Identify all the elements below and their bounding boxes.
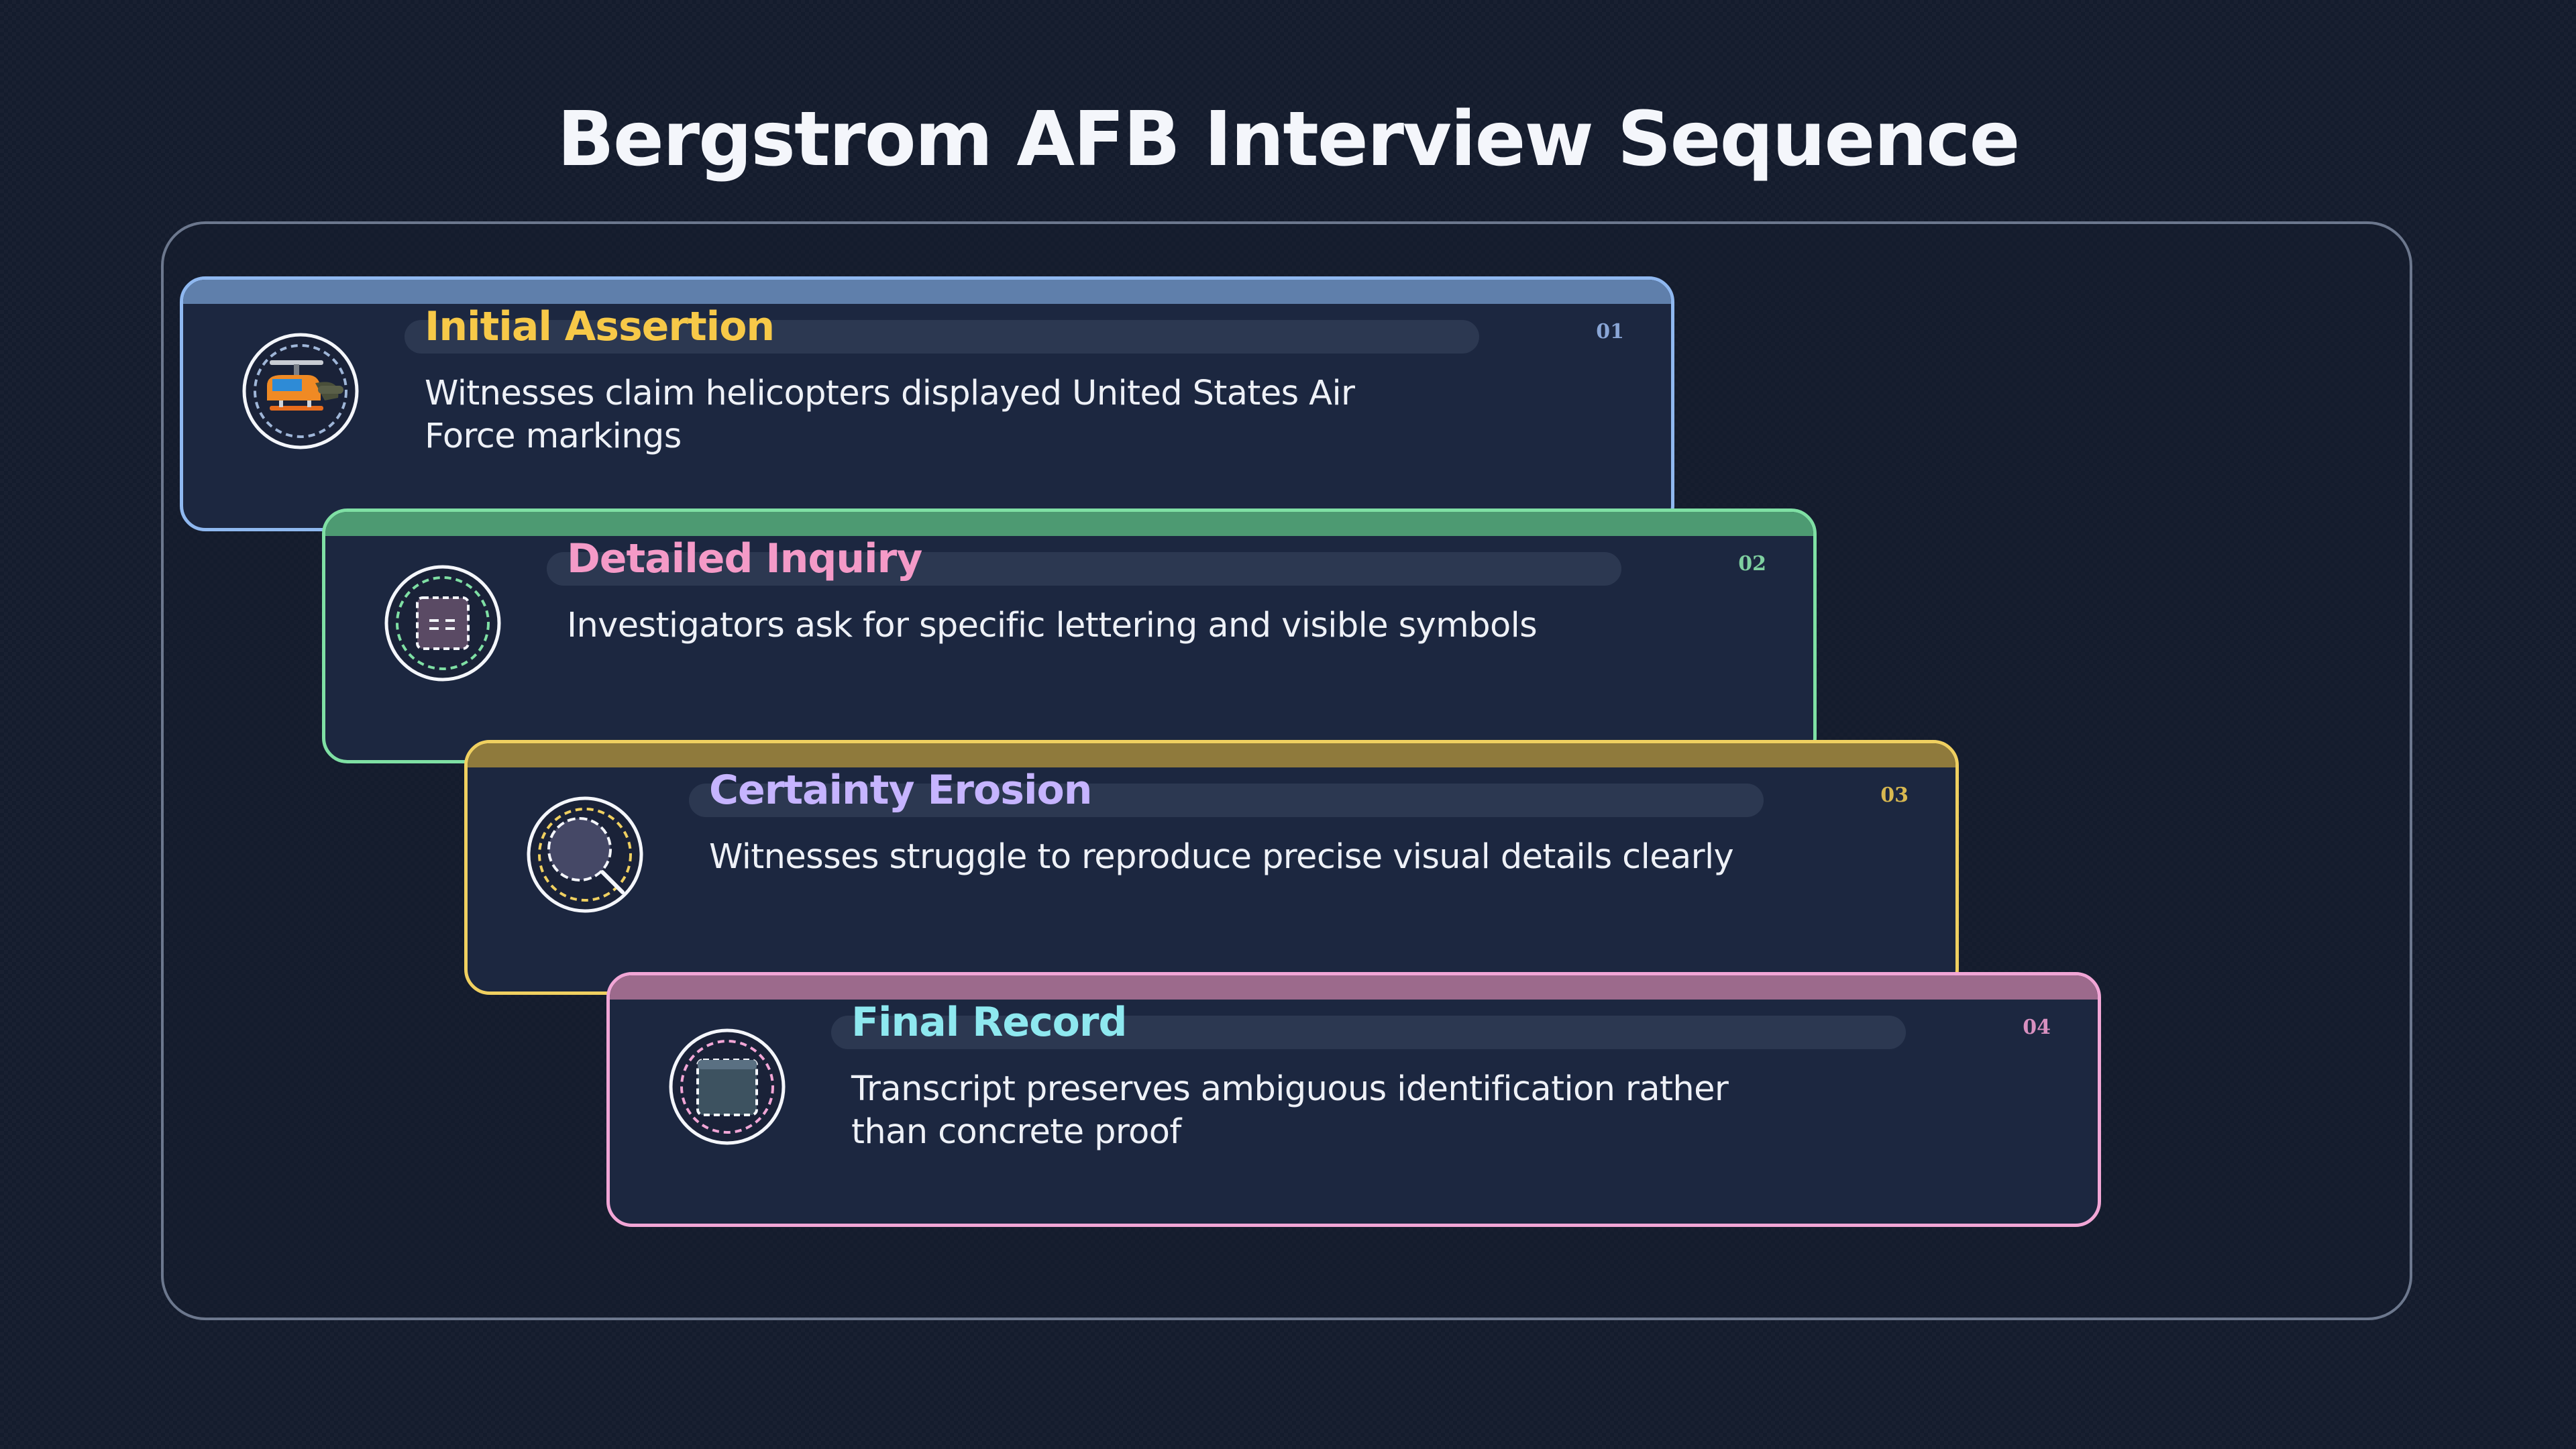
title-pill — [405, 320, 1479, 354]
step-card-final-record: Final Record 04 Transcript preserves amb… — [606, 972, 2101, 1227]
step-title: Initial Assertion — [425, 303, 775, 350]
card-top-bar — [325, 512, 1813, 536]
card-top-bar — [183, 280, 1671, 304]
card-top-bar — [610, 975, 2098, 1000]
step-number: 03 — [1880, 784, 1909, 807]
card-top-bar — [468, 743, 1955, 767]
step-description: Witnesses struggle to reproduce precise … — [709, 837, 1734, 877]
step-card-detailed-inquiry: Detailed Inquiry 02 Investigators ask fo… — [322, 508, 1817, 763]
step-title: Detailed Inquiry — [567, 535, 922, 582]
step-title: Final Record — [851, 999, 1127, 1046]
document-icon — [667, 1026, 788, 1147]
title-pill — [831, 1016, 1906, 1049]
title-pill — [689, 784, 1764, 817]
helicopter-icon — [240, 331, 361, 451]
page-title: Bergstrom AFB Interview Sequence — [557, 96, 2021, 183]
step-card-certainty-erosion: Certainty Erosion 03 Witnesses struggle … — [464, 740, 1959, 995]
lettering-icon — [382, 563, 503, 684]
step-number: 04 — [2023, 1016, 2051, 1039]
step-card-initial-assertion: Initial Assertion 01 Witnesses claim hel… — [180, 276, 1674, 531]
title-pill — [547, 552, 1621, 586]
step-description: Transcript preserves ambiguous identific… — [851, 1069, 1729, 1152]
step-title: Certainty Erosion — [709, 767, 1092, 814]
step-number: 02 — [1738, 552, 1766, 576]
step-description: Investigators ask for specific lettering… — [567, 606, 1538, 645]
step-description: Witnesses claim helicopters displayed Un… — [425, 374, 1355, 456]
magnifier-icon — [525, 794, 645, 915]
step-number: 01 — [1596, 320, 1624, 343]
